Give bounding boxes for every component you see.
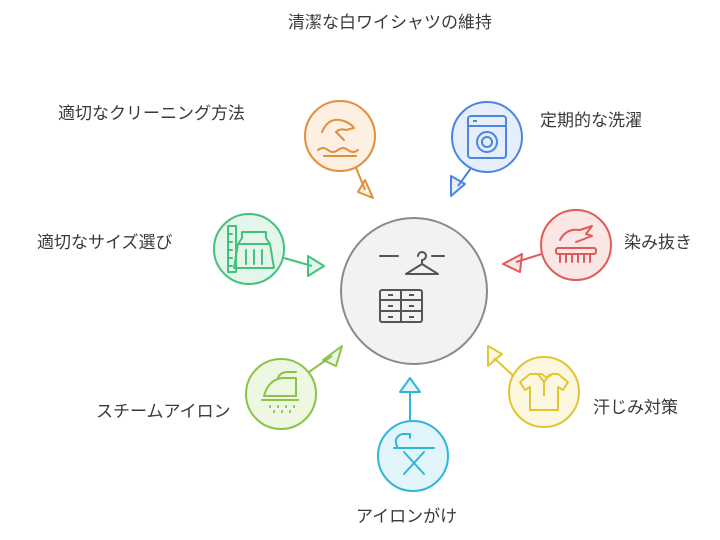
measuring-clothes-icon xyxy=(227,225,275,273)
hand-water-icon xyxy=(317,118,359,157)
label-proper-size: 適切なサイズ選び xyxy=(37,233,173,253)
node-sweat-stain xyxy=(487,345,580,428)
center-hub xyxy=(340,217,488,365)
label-sweat-stain: 汗じみ対策 xyxy=(593,398,678,418)
shirt-icon xyxy=(519,373,569,411)
node-regular-washing xyxy=(450,101,523,197)
washing-machine-icon xyxy=(467,115,507,159)
hanger-icon xyxy=(379,251,445,275)
node-proper-cleaning xyxy=(304,100,376,199)
dresser-icon xyxy=(379,289,423,323)
node-proper-size xyxy=(213,213,325,285)
steam-iron-icon xyxy=(261,371,299,413)
label-regular-washing: 定期的な洗濯 xyxy=(540,111,642,131)
ironing-board-icon xyxy=(393,433,435,475)
label-proper-cleaning: 適切なクリーニング方法 xyxy=(58,104,245,124)
label-steam-iron: スチームアイロン xyxy=(96,402,231,422)
node-ironing xyxy=(377,377,449,492)
diagram-title: 清潔な白ワイシャツの維持 xyxy=(288,13,492,33)
node-stain-removal xyxy=(502,209,612,281)
brush-hand-icon xyxy=(555,225,597,263)
label-stain-removal: 染み抜き xyxy=(624,233,692,253)
node-steam-iron xyxy=(245,345,343,430)
label-ironing: アイロンがけ xyxy=(356,507,458,527)
